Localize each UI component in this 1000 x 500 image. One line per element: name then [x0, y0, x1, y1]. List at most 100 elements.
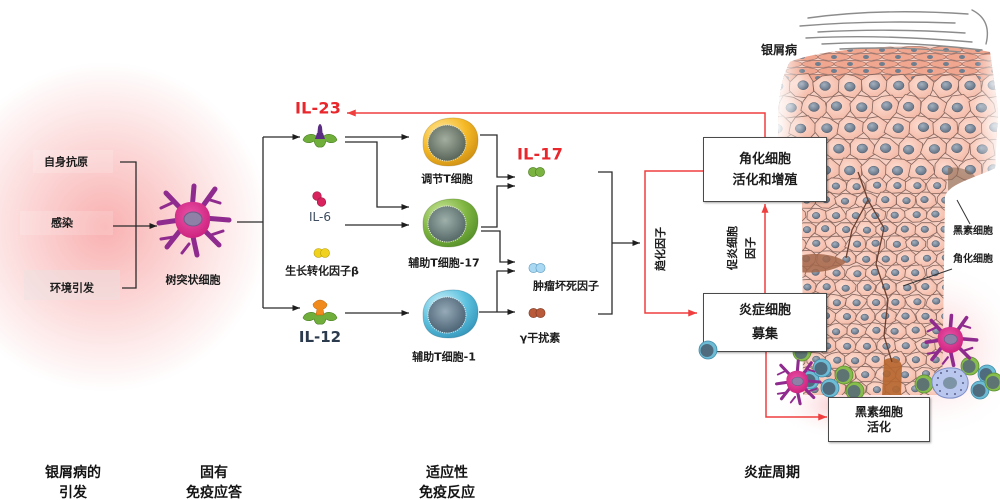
arrow-th17-to-tnf: [481, 230, 515, 265]
melanocyte-process: [882, 358, 902, 396]
trigger-autoantigen-label: 自身抗原: [44, 155, 88, 169]
ifn-gamma-cytokine-icon: [528, 308, 546, 318]
keratinocyte-nucleus: [821, 225, 830, 233]
keratinocyte-nucleus: [891, 298, 900, 306]
th1-label: 辅助T细胞-1: [412, 350, 476, 364]
keratinocyte-nucleus: [891, 269, 900, 277]
ifn-gamma-label: γ干扰素: [519, 331, 561, 345]
keratinocyte-nucleus: [900, 255, 910, 263]
keratinocyte-nucleus: [872, 386, 881, 394]
keratinocyte-nucleus: [856, 143, 868, 154]
keratinocyte-nucleus: [943, 62, 949, 66]
trigger-label-background: [24, 270, 120, 300]
keratinocyte-nucleus: [863, 284, 872, 292]
keratinocyte-nucleus: [852, 183, 861, 191]
stage-label-line: 免疫应答: [186, 485, 242, 500]
keratinocyte-nucleus: [833, 356, 842, 364]
keratinocyte-nucleus: [872, 299, 881, 307]
keratinocyte-nucleus: [931, 210, 940, 218]
keratinocyte-nucleus: [920, 196, 929, 204]
keratinocyte-nucleus: [873, 181, 882, 189]
keratinocyte-nucleus: [920, 225, 929, 233]
keratinocyte-nucleus: [890, 327, 899, 335]
dendritic-cell-output-line: [237, 137, 264, 308]
keratinocyte-nucleus: [959, 55, 965, 59]
keratinocyte-nucleus: [821, 123, 833, 133]
keratinocyte-nucleus: [911, 326, 920, 334]
keratinocyte-nucleus: [844, 81, 856, 92]
keratinocyte-nucleus: [893, 80, 905, 91]
keratinocyte-nucleus: [808, 102, 820, 112]
keratinocyte-nucleus: [901, 342, 910, 350]
triggers-bracket: [120, 161, 137, 289]
keratinocyte-nucleus: [867, 122, 879, 132]
trigger-glow-background: [0, 62, 270, 392]
keratinocyte-nucleus: [812, 212, 821, 220]
keratinocyte-nucleus: [959, 69, 965, 73]
keratinocyte-nucleus: [927, 69, 933, 73]
keratinocyte-nucleus: [951, 143, 963, 153]
keratinocyte-nucleus: [851, 357, 860, 365]
il23-cytokine-icon: [302, 124, 338, 148]
keratinocyte-nucleus: [913, 182, 922, 190]
keratinocyte-nucleus: [815, 62, 821, 66]
keratinocyte-nucleus: [831, 182, 840, 190]
keratinocyte-nucleus: [951, 102, 963, 113]
keratinocyte-nucleus: [803, 283, 812, 291]
keratinocyte-nucleus: [831, 69, 837, 73]
keratinocyte-nucleus: [921, 283, 930, 291]
th17-cell-icon: [422, 198, 479, 248]
keratinocyte-nucleus: [862, 342, 872, 350]
keratinocyte-nucleus: [802, 226, 812, 234]
keratinocyte-activation-box: 角化细胞 活化和增殖: [703, 137, 827, 202]
keratinocyte-nucleus: [863, 69, 869, 73]
th1-cell-icon: [422, 289, 479, 339]
keratinocyte-nucleus: [927, 55, 933, 59]
keratinocyte-nucleus: [831, 55, 837, 59]
keratinocyte-nucleus: [861, 371, 870, 379]
keratinocyte-nucleus: [915, 165, 927, 176]
keratinocyte-nucleus: [911, 269, 920, 277]
il12-cytokine-icon: [302, 299, 338, 325]
keratinocyte-nucleus: [844, 165, 856, 176]
keratinocyte-nucleus: [891, 165, 904, 176]
keratinocyte-nucleus: [902, 197, 911, 205]
stage-label-line: 银屑病的: [45, 465, 101, 481]
tgf-beta-label: 生长转化因子β: [285, 264, 359, 278]
keratinocyte-nucleus: [868, 80, 880, 90]
keratinocyte-nucleus: [871, 355, 880, 363]
psoriasis-skin-title: 银屑病: [760, 42, 798, 57]
keratinocyte-nucleus: [832, 328, 841, 336]
keratinocyte-nucleus: [852, 299, 861, 307]
keratinocyte-nucleus: [881, 196, 890, 204]
keratinocyte-nucleus: [911, 62, 917, 66]
arrow-th1-to-tnf: [496, 268, 515, 312]
keratinocyte-nucleus: [853, 270, 862, 278]
box-line: 角化细胞: [738, 151, 791, 167]
keratinocyte-nucleus: [853, 240, 862, 248]
keratinocyte-nucleus: [880, 143, 892, 153]
regulatory-t-cell-icon: [422, 117, 479, 167]
stage-label-line: 适应性: [426, 465, 468, 481]
keratinocyte-nucleus: [840, 197, 850, 205]
keratinocyte-nucleus: [832, 299, 841, 307]
keratinocyte-nucleus: [940, 80, 952, 91]
keratinocyte-nucleus: [921, 312, 930, 320]
box-line: 活化: [866, 419, 891, 434]
trigger-environment-label: 环境引发: [50, 281, 94, 295]
tnf-label: 肿瘤坏死因子: [533, 279, 599, 293]
treg-label: 调节T细胞: [421, 172, 473, 186]
keratinocyte-nucleus: [932, 297, 941, 305]
keratinocyte-nucleus: [841, 284, 850, 292]
arrow-il23-to-th17: [345, 141, 409, 210]
keratinocyte-nucleus: [892, 240, 901, 248]
arrow-chemokines-to-inflammatory-recruitment: [644, 170, 703, 317]
keratinocyte-nucleus: [863, 55, 869, 59]
keratinocyte-nucleus: [868, 165, 880, 176]
keratinocyte-nucleus: [917, 80, 929, 91]
keratinocyte-nucleus: [862, 226, 872, 234]
il17-label: IL-17: [516, 144, 564, 164]
keratinocyte-nucleus: [903, 101, 915, 112]
keratinocyte-nucleus: [832, 212, 841, 220]
